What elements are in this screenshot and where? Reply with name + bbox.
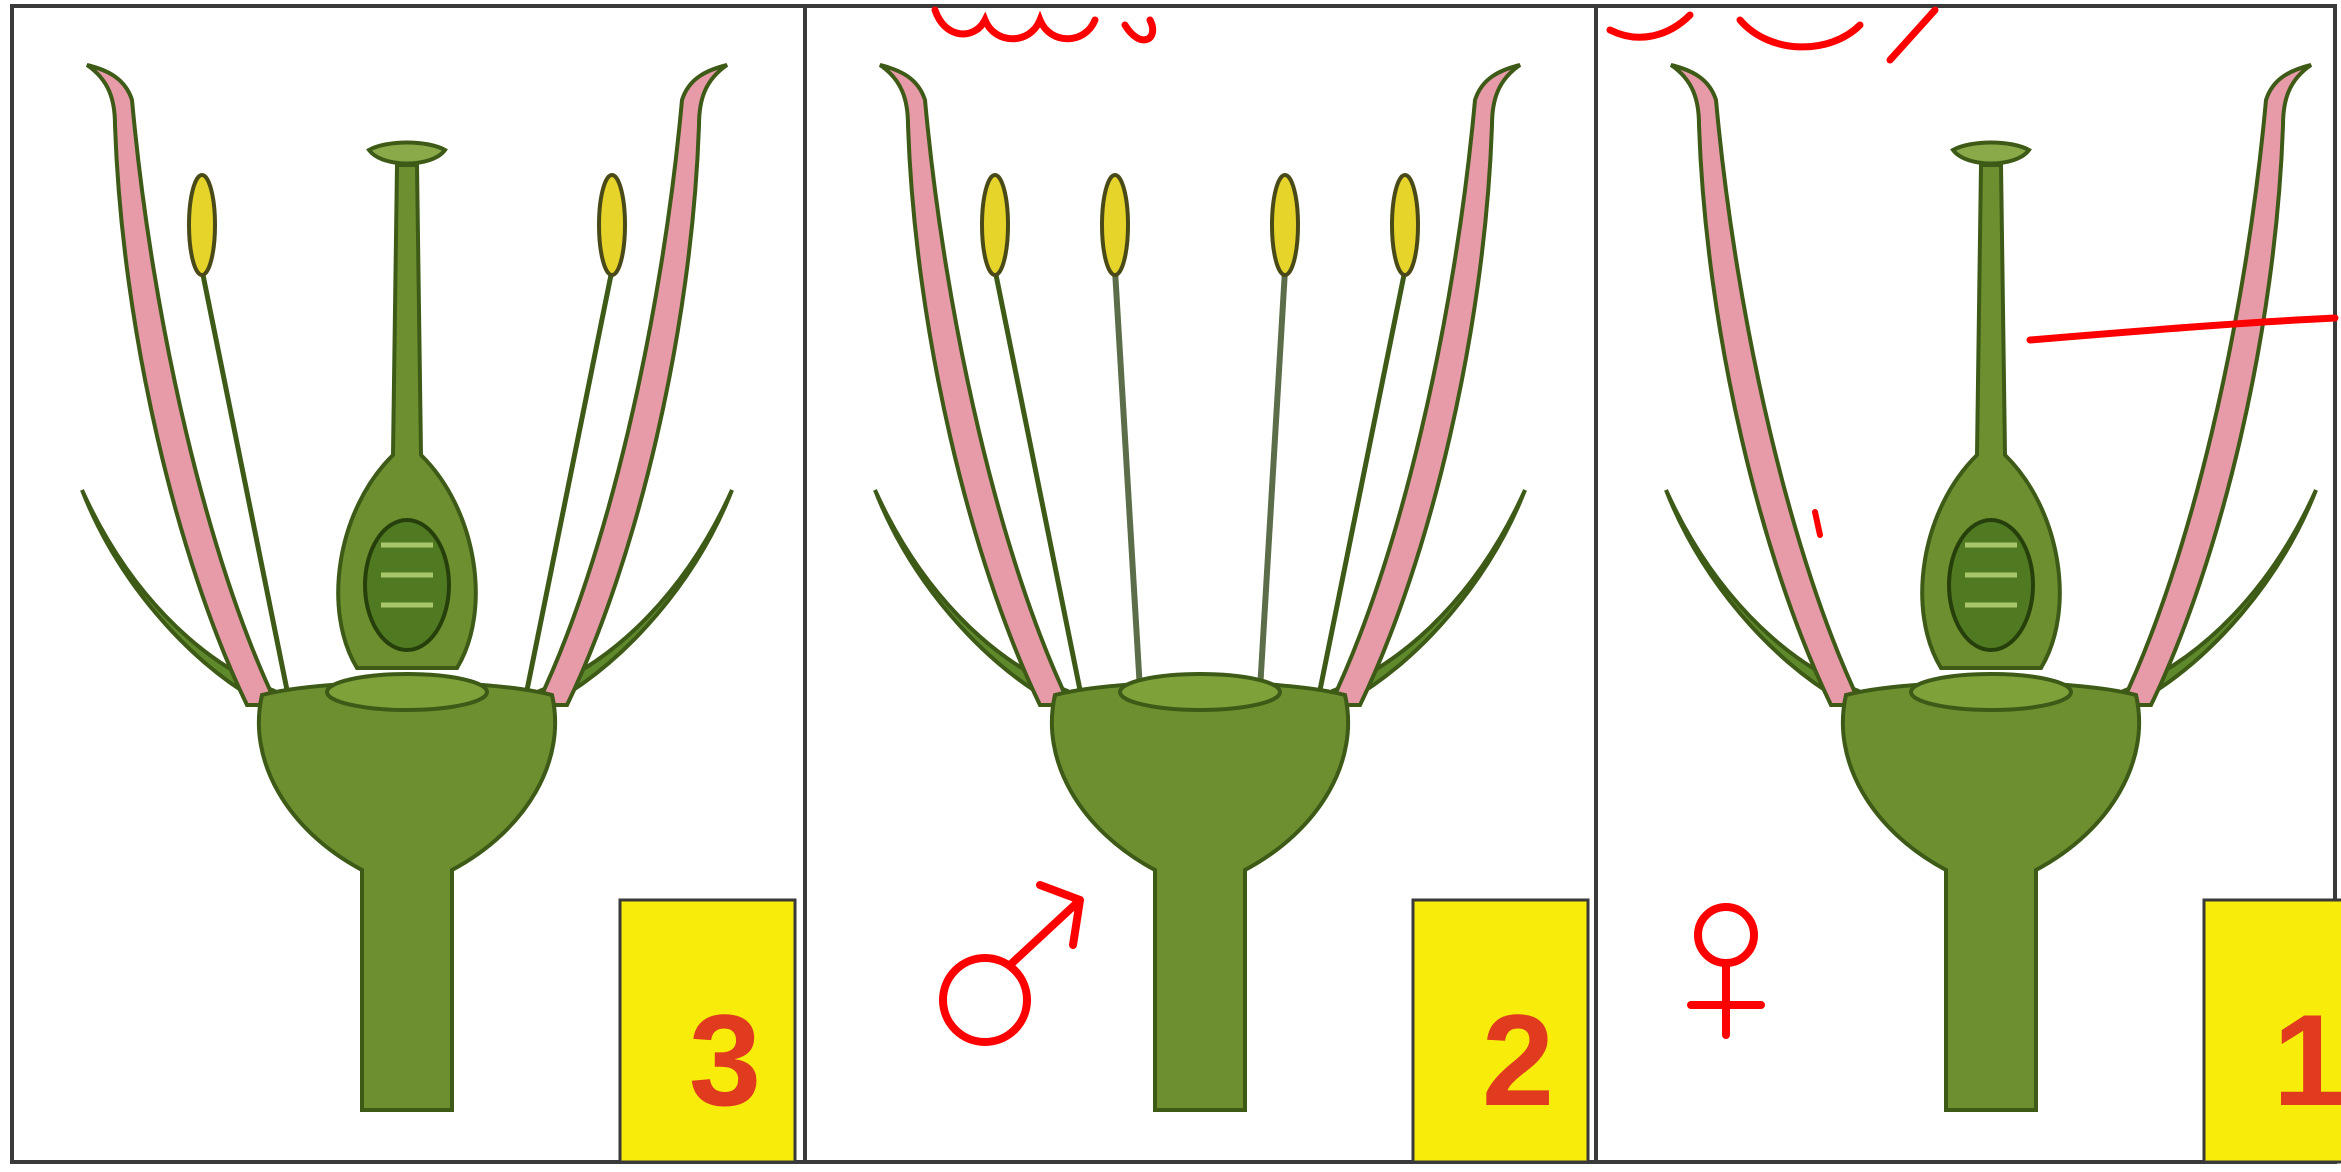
stamen-filament (1260, 270, 1285, 690)
flower-panel: 2 (875, 65, 1588, 1162)
ovary-chamber (1949, 520, 2033, 650)
pointer-line (2030, 318, 2335, 340)
male-arrow (1010, 885, 1080, 965)
stigma (369, 143, 445, 164)
petal (537, 65, 727, 705)
scribble-top-right (1610, 10, 1935, 60)
female-symbol (1698, 907, 1754, 963)
receptacle-stalk (259, 682, 555, 1110)
panel-number: 3 (689, 987, 761, 1133)
panel-number: 2 (1482, 987, 1554, 1133)
receptacle-disc (1120, 674, 1280, 710)
petal (87, 65, 277, 705)
stigma (1953, 143, 2029, 164)
anther (189, 175, 215, 275)
male-symbol (943, 958, 1027, 1042)
flower-panel: 1 (1666, 65, 2341, 1162)
petal (880, 65, 1070, 705)
petal (1330, 65, 1520, 705)
receptacle-stalk (1052, 682, 1348, 1110)
panel-number: 1 (2273, 987, 2341, 1133)
anther (982, 175, 1008, 275)
flower-panel: 3 (82, 65, 795, 1162)
anther (1272, 175, 1298, 275)
receptacle-stalk (1843, 682, 2139, 1110)
receptacle-disc (327, 674, 487, 710)
ovary-chamber (365, 520, 449, 650)
petal (1671, 65, 1861, 705)
stamen-filament (1115, 270, 1140, 690)
female-cross (1691, 965, 1761, 1035)
tick-mark (1815, 512, 1820, 535)
anther (1392, 175, 1418, 275)
handwritten-annotations (935, 10, 2335, 535)
scribble-top (935, 10, 1153, 40)
anther (599, 175, 625, 275)
petal (2121, 65, 2311, 705)
receptacle-disc (1911, 674, 2071, 710)
anther (1102, 175, 1128, 275)
